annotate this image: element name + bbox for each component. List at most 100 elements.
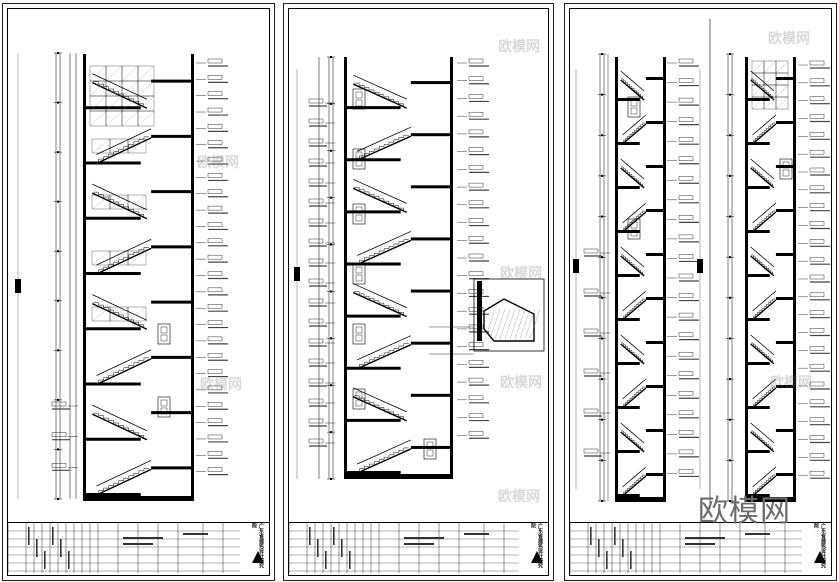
slab [745, 142, 770, 145]
slab [745, 98, 770, 101]
slab [615, 142, 640, 145]
drawing-sheet-3: 广东省建筑设计研究院 [564, 3, 837, 581]
slab [83, 437, 141, 441]
slab [615, 494, 640, 497]
slab [645, 429, 666, 432]
slab [83, 106, 141, 110]
slab [645, 209, 666, 212]
watermark: 欧模网 [498, 489, 540, 505]
slab [745, 497, 796, 502]
slab [151, 79, 194, 83]
sheet-frame: 广东省建筑设计研究院 [288, 8, 549, 576]
slab [775, 341, 796, 344]
watermark: 欧模网 [500, 266, 542, 282]
slab [745, 362, 770, 365]
slab [645, 297, 666, 300]
slab [410, 185, 453, 189]
watermark: 欧模网 [498, 39, 540, 55]
slab [775, 121, 796, 124]
slab [775, 297, 796, 300]
title-block: 广东省建筑设计研究院 [7, 522, 269, 575]
title-block: 广东省建筑设计研究院 [288, 522, 548, 575]
slab [151, 411, 194, 415]
slab [645, 473, 666, 476]
wall [663, 57, 666, 497]
sheet-frame: 广东省建筑设计研究院 [7, 8, 270, 576]
slab [410, 341, 453, 345]
company-name: 广东省建筑设计研究院 [530, 523, 543, 568]
slab [83, 496, 194, 501]
slab [775, 253, 796, 256]
slab [83, 327, 141, 331]
slab [645, 253, 666, 256]
slab [645, 77, 666, 80]
slab [615, 450, 640, 453]
slab [775, 165, 796, 168]
slab [745, 274, 770, 277]
slab [83, 216, 141, 220]
slab [151, 245, 194, 249]
watermark: 欧模网 [768, 31, 810, 47]
slab [344, 471, 401, 474]
slab [775, 209, 796, 212]
slab [615, 186, 640, 189]
slab [151, 355, 194, 359]
slab [151, 190, 194, 194]
slab [615, 98, 640, 101]
slab [645, 165, 666, 168]
watermark: 欧模网 [500, 375, 542, 391]
slab [83, 161, 141, 165]
slab [410, 133, 453, 137]
slab [615, 406, 640, 409]
slab [645, 385, 666, 388]
slab [344, 474, 453, 479]
slab [645, 341, 666, 344]
slab [344, 262, 401, 266]
wall [793, 57, 796, 497]
slab [615, 497, 666, 502]
watermark: 欧模网 [200, 377, 242, 393]
title-block: 广东省建筑设计研究院 [569, 522, 831, 575]
slab [645, 121, 666, 124]
slab [410, 445, 453, 449]
slab [615, 274, 640, 277]
slab [344, 106, 401, 110]
slab [83, 493, 141, 496]
company-name: 广东省建筑设计研究院 [813, 523, 826, 568]
stair-section-3 [573, 19, 830, 509]
brand-watermark: 欧模网 [698, 494, 791, 529]
wall [450, 57, 453, 474]
slab [410, 289, 453, 293]
slab [151, 300, 194, 304]
slab [344, 210, 401, 214]
slab [775, 77, 796, 80]
slab [775, 429, 796, 432]
slab [775, 385, 796, 388]
slab [615, 230, 640, 233]
wall [191, 54, 194, 496]
slab [410, 81, 453, 85]
slab [615, 362, 640, 365]
slab [151, 466, 194, 470]
slab [745, 230, 770, 233]
slab [745, 494, 770, 497]
stair-section-2 [294, 56, 545, 480]
drawing-sheet-2: 广东省建筑设计研究院 [283, 3, 554, 581]
slab [615, 318, 640, 321]
slab [410, 237, 453, 241]
slab [344, 366, 401, 370]
slab [151, 134, 194, 138]
slab [745, 318, 770, 321]
slab [344, 158, 401, 162]
slab [344, 418, 401, 422]
slab [83, 272, 141, 275]
slab [745, 406, 770, 409]
slab [775, 473, 796, 476]
slab [83, 382, 141, 386]
watermark: 欧模网 [197, 155, 239, 171]
company-name: 广东省建筑设计研究院 [251, 523, 264, 568]
drawing-sheet-1: 广东省建筑设计研究院 [2, 3, 275, 581]
sheet-frame: 广东省建筑设计研究院 [569, 8, 832, 576]
stair-section-1 [15, 52, 228, 501]
slab [745, 450, 770, 453]
